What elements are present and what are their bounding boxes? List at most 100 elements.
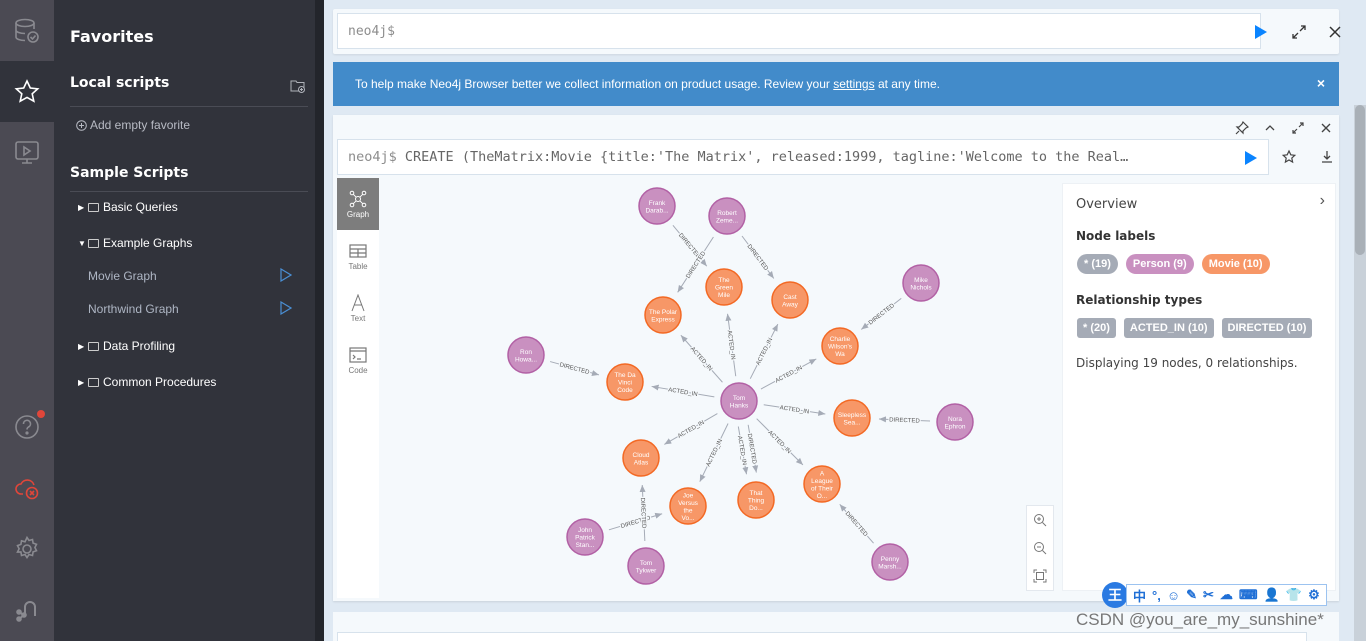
person-node[interactable]: RobertZeme...: [708, 197, 746, 235]
ime-logo[interactable]: 王: [1102, 582, 1128, 608]
node-label-person[interactable]: Person (9): [1125, 254, 1194, 274]
ime-button[interactable]: 👤: [1263, 587, 1280, 602]
favorites-button[interactable]: [0, 61, 54, 122]
browser-sync-button[interactable]: [0, 579, 54, 640]
relationship-edge[interactable]: [741, 235, 775, 279]
relationship-edge[interactable]: [747, 424, 759, 473]
node-label-all[interactable]: * (19): [1077, 254, 1118, 274]
rel-type-directed[interactable]: DIRECTED (10): [1221, 318, 1313, 338]
fit-to-screen-icon[interactable]: [1033, 569, 1047, 583]
rel-type-acted-in[interactable]: ACTED_IN (10): [1123, 318, 1214, 338]
movie-node[interactable]: SleeplessSea...: [833, 399, 871, 437]
zoom-in-icon[interactable]: [1033, 513, 1047, 527]
relationship-edge[interactable]: [680, 334, 723, 383]
new-folder-icon[interactable]: [290, 78, 306, 94]
relationship-edge[interactable]: [608, 512, 663, 531]
relationship-edge[interactable]: [861, 297, 902, 330]
expand-editor-icon[interactable]: [1291, 24, 1307, 40]
drawer-scrollbar[interactable]: [315, 0, 324, 641]
relationship-edge[interactable]: [639, 484, 646, 542]
person-node[interactable]: FrankDarab...: [638, 187, 676, 225]
ime-button[interactable]: ⌨: [1238, 587, 1258, 602]
movie-node[interactable]: JoeVersustheVo...: [669, 487, 707, 525]
rerun-query-play-icon[interactable]: [1245, 151, 1257, 165]
ime-button[interactable]: ⚙: [1308, 587, 1320, 602]
relationship-edge[interactable]: [549, 361, 600, 376]
ime-button[interactable]: ✂: [1203, 587, 1214, 602]
movie-node[interactable]: ThatThingDo...: [737, 481, 775, 519]
tab-text[interactable]: Text: [337, 282, 379, 334]
script-movie-graph[interactable]: Movie Graph: [88, 269, 157, 283]
relationship-edge[interactable]: [699, 423, 729, 482]
rel-type-all[interactable]: * (20): [1077, 318, 1116, 338]
ime-button[interactable]: ✎: [1186, 587, 1198, 602]
ime-button[interactable]: °,: [1152, 587, 1161, 603]
tab-code[interactable]: Code: [337, 334, 379, 386]
folder-basic-queries[interactable]: ▶ Basic Queries: [78, 200, 178, 214]
relationship-edge[interactable]: [878, 416, 931, 423]
folder-data-profiling[interactable]: ▶ Data Profiling: [78, 339, 175, 353]
relationship-edge[interactable]: [763, 404, 826, 416]
close-editor-icon[interactable]: [1327, 24, 1343, 40]
tab-graph[interactable]: Graph: [337, 178, 379, 230]
run-script-play-icon[interactable]: [280, 301, 292, 315]
collapse-chevron-up-icon[interactable]: [1263, 121, 1277, 135]
settings-link[interactable]: settings: [833, 77, 875, 91]
scrollbar-thumb[interactable]: [1355, 105, 1365, 255]
collapse-chevron-right-icon[interactable]: ›: [1319, 192, 1325, 209]
connection-status-button[interactable]: [0, 457, 54, 518]
person-node[interactable]: PennyMarsh...: [871, 543, 909, 581]
person-node[interactable]: JohnPatrickStan...: [566, 518, 604, 556]
relationship-edge[interactable]: [725, 313, 737, 377]
folder-common-procedures[interactable]: ▶ Common Procedures: [78, 375, 216, 389]
relationship-edge[interactable]: [677, 236, 714, 293]
relationship-edge[interactable]: [756, 418, 804, 466]
relationship-edge[interactable]: [839, 504, 874, 544]
run-query-play-icon[interactable]: [1255, 25, 1267, 39]
script-northwind-graph[interactable]: Northwind Graph: [88, 302, 179, 316]
database-button[interactable]: [0, 0, 54, 61]
guides-button[interactable]: [0, 122, 54, 183]
run-script-play-icon[interactable]: [280, 268, 292, 282]
relationship-edge[interactable]: [737, 426, 749, 475]
close-frame-icon[interactable]: [1319, 121, 1333, 135]
relationship-edge[interactable]: [664, 413, 718, 445]
ime-button[interactable]: 中: [1133, 588, 1147, 604]
add-empty-favorite-button[interactable]: Add empty favorite: [76, 118, 190, 132]
ime-button[interactable]: ☁: [1219, 587, 1233, 602]
zoom-out-icon[interactable]: [1033, 541, 1047, 555]
relationship-edge[interactable]: [760, 358, 817, 390]
settings-button[interactable]: [0, 518, 54, 579]
cypher-editor-input[interactable]: neo4j$: [337, 13, 1261, 49]
person-node[interactable]: RonHowa...: [507, 336, 545, 374]
next-frame-editor[interactable]: [337, 632, 1307, 641]
node-label-movie[interactable]: Movie (10): [1201, 254, 1270, 274]
fullscreen-icon[interactable]: [1291, 121, 1305, 135]
ime-button[interactable]: ☺: [1166, 587, 1181, 603]
relationship-edge[interactable]: [672, 224, 708, 267]
folder-example-graphs[interactable]: ▼ Example Graphs: [78, 236, 192, 250]
banner-close-button[interactable]: ×: [1316, 75, 1325, 91]
download-icon[interactable]: [1319, 149, 1335, 165]
tab-table[interactable]: Table: [337, 230, 379, 282]
pin-icon[interactable]: [1235, 121, 1249, 135]
main-scrollbar[interactable]: [1354, 105, 1366, 641]
ime-button[interactable]: 👕: [1285, 587, 1303, 602]
relationship-edge[interactable]: [651, 384, 715, 398]
favorite-star-icon[interactable]: [1281, 149, 1297, 165]
relationship-edge[interactable]: [749, 323, 779, 379]
help-button[interactable]: [0, 396, 54, 457]
